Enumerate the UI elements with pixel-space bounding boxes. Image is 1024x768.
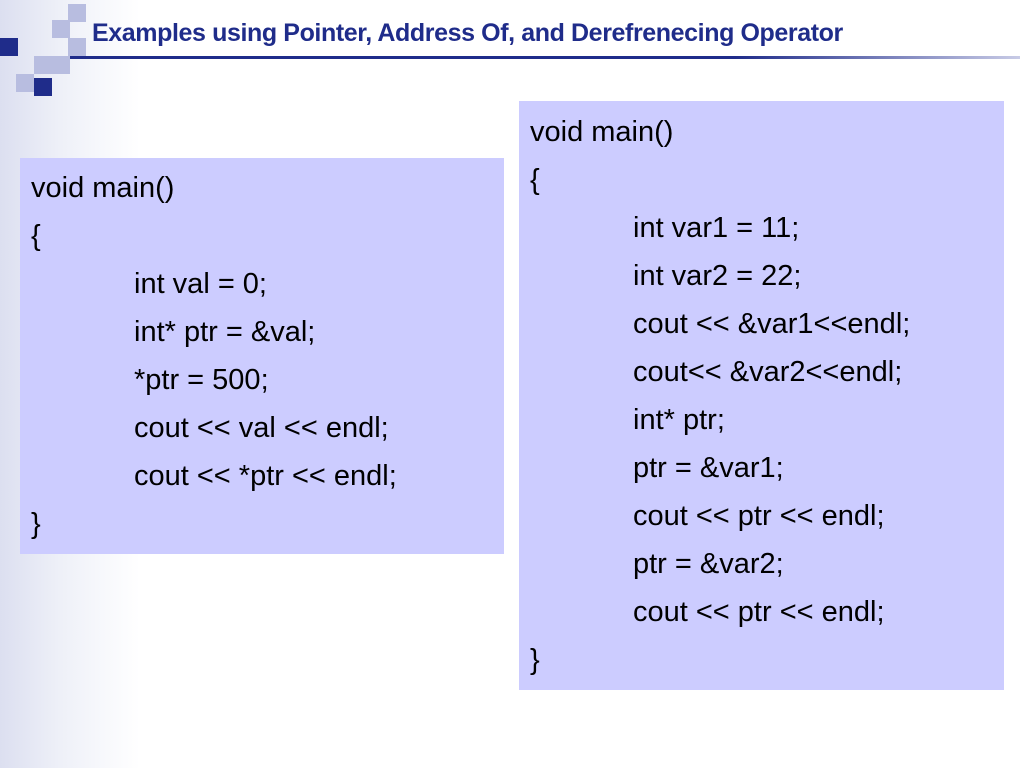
slide-title: Examples using Pointer, Address Of, and … xyxy=(92,19,843,47)
decor-square xyxy=(34,78,52,96)
decor-square xyxy=(34,56,52,74)
code-line: cout << &var1<<endl; xyxy=(633,308,911,340)
code-line: *ptr = 500; xyxy=(134,364,269,396)
title-underline xyxy=(70,56,1020,59)
code-line: cout << *ptr << endl; xyxy=(134,460,397,492)
code-line: cout << val << endl; xyxy=(134,412,389,444)
code-line: int* ptr = &val; xyxy=(134,316,316,348)
code-line: } xyxy=(31,508,41,540)
code-line: int var1 = 11; xyxy=(633,212,800,244)
code-line: } xyxy=(530,644,540,676)
decor-square xyxy=(0,38,18,56)
decor-square xyxy=(68,4,86,22)
decor-square xyxy=(52,20,70,38)
code-line: cout << ptr << endl; xyxy=(633,596,885,628)
code-line: cout<< &var2<<endl; xyxy=(633,356,903,388)
code-line: ptr = &var2; xyxy=(633,548,784,580)
decor-square xyxy=(52,56,70,74)
code-line: void main() xyxy=(530,116,674,148)
code-line: int var2 = 22; xyxy=(633,260,802,292)
code-line: void main() xyxy=(31,172,175,204)
code-line: int* ptr; xyxy=(633,404,725,436)
code-line: { xyxy=(530,164,540,196)
code-line: { xyxy=(31,220,41,252)
code-box-right: void main() { int var1 = 11; int var2 = 22;… xyxy=(519,101,1004,690)
code-line: cout << ptr << endl; xyxy=(633,500,885,532)
code-line: int val = 0; xyxy=(134,268,267,300)
code-line: ptr = &var1; xyxy=(633,452,784,484)
decor-square xyxy=(16,74,34,92)
code-box-left: void main() { int val = 0; int* ptr = &val;… xyxy=(20,158,504,554)
decor-square xyxy=(68,38,86,56)
